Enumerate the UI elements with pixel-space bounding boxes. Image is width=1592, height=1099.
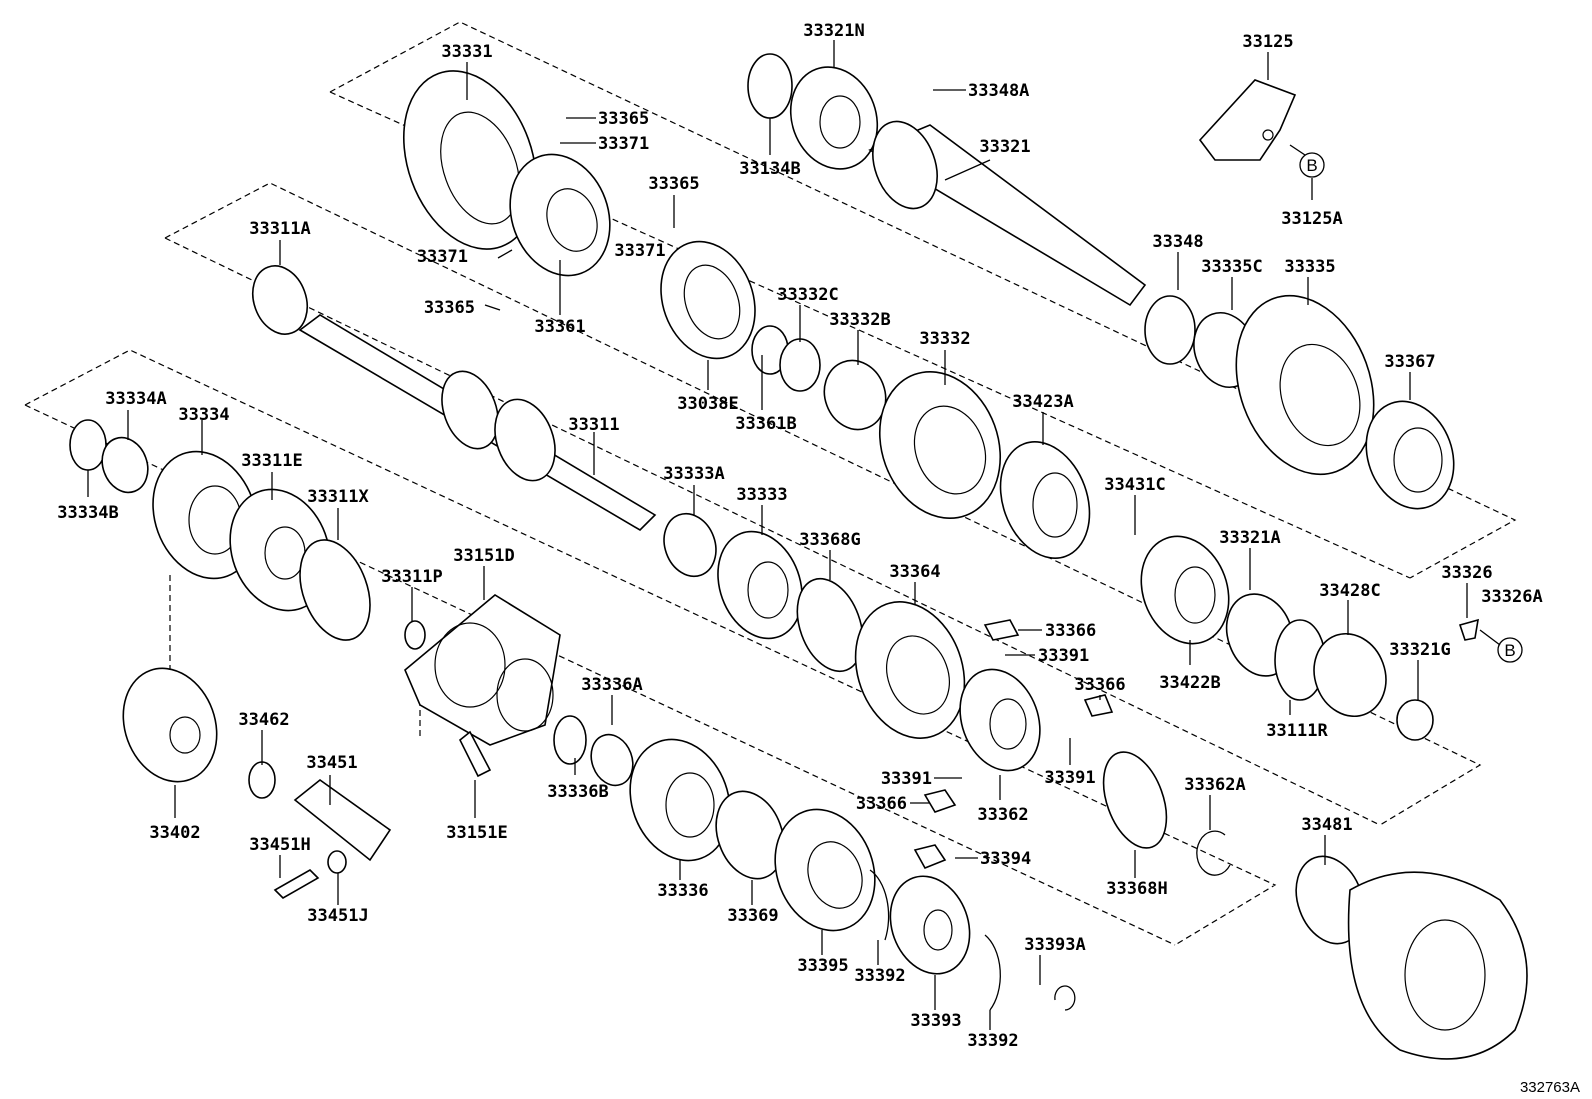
label-33393: 33393 [910,1011,961,1031]
label-33336B: 33336B [547,782,608,802]
label-33361B: 33361B [735,414,796,434]
label-33321A: 33321A [1219,528,1280,548]
label-33366-a: 33366 [1045,621,1096,641]
ref-b-circle-1 [1299,152,1325,178]
label-33335: 33335 [1284,257,1335,277]
label-33335C: 33335C [1201,257,1262,277]
label-33332C: 33332C [777,285,838,305]
label-33366-c: 33366 [856,794,907,814]
label-33311X: 33311X [307,487,369,507]
label-33348: 33348 [1152,232,1203,252]
label-33311: 33311 [568,415,619,435]
label-33336A: 33336A [581,675,642,695]
ref-b-circle-2 [1497,637,1523,663]
label-33332: 33332 [919,329,970,349]
label-33365-a: 33365 [598,109,649,129]
label-33462: 33462 [238,710,289,730]
label-33125A: 33125A [1281,209,1342,229]
label-33151E: 33151E [446,823,507,843]
label-33366-b: 33366 [1074,675,1125,695]
label-33362: 33362 [977,805,1028,825]
label-33151D: 33151D [453,546,514,566]
label-33428C: 33428C [1319,581,1380,601]
label-33392-b: 33392 [967,1031,1018,1051]
label-33369: 33369 [727,906,778,926]
ref-b-label-1: B [1306,156,1317,175]
label-33326: 33326 [1441,563,1492,583]
label-33364: 33364 [889,562,940,582]
label-33336: 33336 [657,881,708,901]
label-33391-c: 33391 [1044,768,1095,788]
label-33134B: 33134B [739,159,800,179]
label-33481: 33481 [1301,815,1352,835]
label-33362A: 33362A [1184,775,1245,795]
label-33311P: 33311P [381,567,442,587]
label-33451H: 33451H [249,835,310,855]
part-drawings [69,53,1528,1060]
label-33371-b: 33371 [417,247,468,267]
label-33422B: 33422B [1159,673,1220,693]
label-33368G: 33368G [799,530,860,550]
part-labels: 33331 33365 33371 33365 33371 33371 3336… [57,21,1542,1051]
label-33361: 33361 [534,317,585,337]
label-33394: 33394 [980,849,1031,869]
label-33311A: 33311A [249,219,310,239]
label-33371-c: 33371 [614,241,665,261]
label-33371-a: 33371 [598,134,649,154]
label-33367: 33367 [1384,352,1435,372]
label-33331: 33331 [441,42,492,62]
label-33395: 33395 [797,956,848,976]
label-33365-c: 33365 [424,298,475,318]
label-33125: 33125 [1242,32,1293,52]
label-33111R: 33111R [1266,721,1328,741]
label-33326A: 33326A [1481,587,1542,607]
label-33368H: 33368H [1106,879,1167,899]
label-33334B: 33334B [57,503,118,523]
label-33391-b: 33391 [881,769,932,789]
label-33334: 33334 [178,405,229,425]
label-33311E: 33311E [241,451,302,471]
label-33333: 33333 [736,485,787,505]
label-33321: 33321 [979,137,1030,157]
reference-marks: B B [1299,152,1523,663]
label-33333A: 33333A [663,464,724,484]
label-33402: 33402 [149,823,200,843]
label-33451: 33451 [306,753,357,773]
label-33451J: 33451J [307,906,368,926]
label-33038E: 33038E [677,394,738,414]
label-33392-a: 33392 [854,966,905,986]
label-33391-a: 33391 [1038,646,1089,666]
diagram-code: 332763A [1520,1079,1580,1096]
leader-lines [87,40,1501,1030]
label-33365-b: 33365 [648,174,699,194]
label-33334A: 33334A [105,389,166,409]
label-33431C: 33431C [1104,475,1165,495]
label-33332B: 33332B [829,310,890,330]
label-33321N: 33321N [803,21,864,41]
label-33321G: 33321G [1389,640,1450,660]
label-33423A: 33423A [1012,392,1073,412]
label-33393A: 33393A [1024,935,1085,955]
label-33348A: 33348A [968,81,1029,101]
ref-b-label-2: B [1504,641,1515,660]
